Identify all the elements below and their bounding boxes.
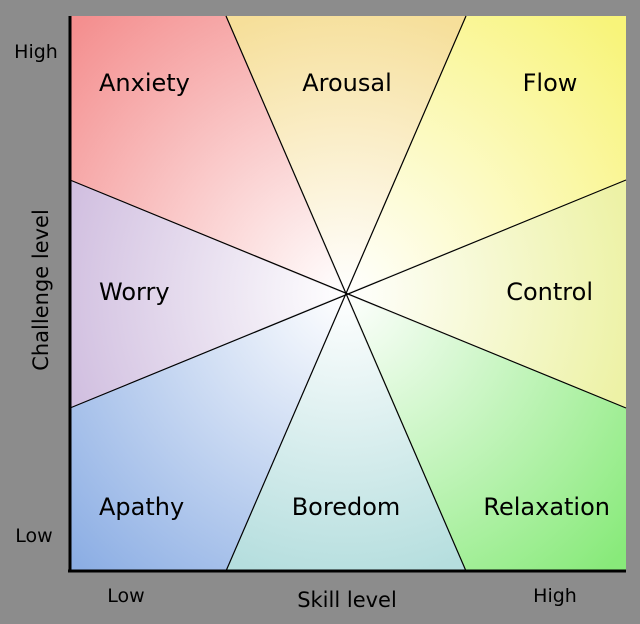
y-tick-low: Low: [15, 525, 52, 547]
label-worry: Worry: [99, 278, 170, 306]
x-axis-title: Skill level: [297, 588, 397, 612]
region-anxiety: [70, 16, 345, 294]
label-anxiety: Anxiety: [99, 69, 190, 97]
label-arousal: Arousal: [302, 69, 392, 97]
label-apathy: Apathy: [99, 493, 184, 521]
label-boredom: Boredom: [292, 493, 401, 521]
divider-lines: [69, 15, 627, 572]
region-apathy: [70, 294, 345, 571]
region-flow: [345, 16, 626, 294]
label-flow: Flow: [523, 69, 578, 97]
region-worry: [70, 180, 345, 408]
x-tick-low: Low: [107, 585, 144, 607]
label-control: Control: [506, 278, 593, 306]
region-arousal: [226, 16, 466, 294]
region-boredom: [226, 294, 466, 571]
region-control: [345, 180, 626, 408]
divider-line: [69, 179, 627, 409]
y-tick-high: High: [14, 41, 58, 63]
y-axis-title: Challenge level: [29, 209, 53, 371]
x-tick-high: High: [533, 585, 577, 607]
label-relaxation: Relaxation: [483, 493, 610, 521]
region-relaxation: [345, 294, 626, 571]
divider-line: [225, 15, 467, 572]
